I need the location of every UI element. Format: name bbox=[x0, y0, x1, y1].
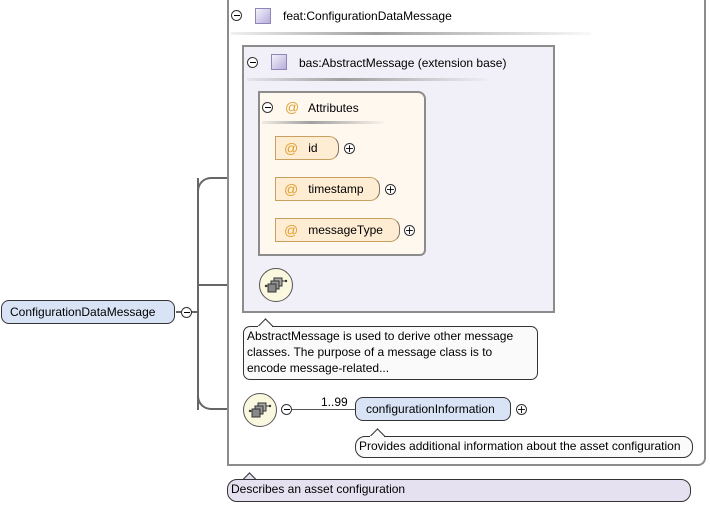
attribute-icon: @ bbox=[284, 181, 299, 197]
extension-label: bas:AbstractMessage (extension base) bbox=[299, 56, 507, 70]
attribute-name: messageType bbox=[308, 223, 383, 237]
expand-child-element-button[interactable] bbox=[516, 404, 527, 415]
root-element-name: ConfigurationDataMessage bbox=[10, 305, 156, 319]
child-element-configurationinformation[interactable]: configurationInformation bbox=[355, 397, 511, 421]
collapse-sequence-button[interactable] bbox=[281, 404, 292, 415]
collapse-extension-button[interactable] bbox=[247, 57, 258, 68]
attributes-header: Attributes bbox=[308, 101, 359, 115]
attribute-group-icon: @ bbox=[285, 99, 300, 115]
expand-attribute-button[interactable] bbox=[404, 225, 415, 236]
attribute-messagetype[interactable]: @ messageType bbox=[275, 218, 400, 242]
separator bbox=[262, 121, 384, 124]
complex-type-name: feat:ConfigurationDataMessage bbox=[283, 9, 452, 23]
note-pointer-cover bbox=[242, 480, 256, 482]
connector-curve-bottom bbox=[197, 396, 245, 410]
attribute-icon: @ bbox=[284, 222, 299, 238]
extension-annotation-text: AbstractMessage is used to derive other … bbox=[247, 329, 514, 375]
collapse-attributes-button[interactable] bbox=[262, 102, 273, 113]
child-element-name: configurationInformation bbox=[366, 402, 495, 416]
attribute-id[interactable]: @ id bbox=[275, 136, 339, 160]
connector-line bbox=[292, 409, 356, 410]
separator bbox=[247, 78, 487, 81]
attribute-name: id bbox=[308, 141, 318, 155]
root-annotation-text: Describes an asset configuration bbox=[231, 482, 406, 496]
sequence-icon[interactable] bbox=[259, 268, 293, 302]
complex-type-icon bbox=[255, 8, 271, 24]
expand-attribute-button[interactable] bbox=[385, 184, 396, 195]
child-annotation-text: Provides additional information about th… bbox=[359, 439, 681, 453]
root-annotation: Describes an asset configuration bbox=[227, 479, 691, 502]
attribute-timestamp[interactable]: @ timestamp bbox=[275, 177, 380, 201]
child-annotation: Provides additional information about th… bbox=[355, 436, 693, 458]
note-pointer-cover bbox=[370, 436, 384, 438]
extension-annotation: AbstractMessage is used to derive other … bbox=[243, 326, 538, 380]
cardinality-label: 1..99 bbox=[321, 395, 348, 409]
root-element[interactable]: ConfigurationDataMessage bbox=[1, 300, 175, 324]
collapse-root-element-button[interactable] bbox=[181, 307, 192, 318]
attribute-icon: @ bbox=[284, 140, 299, 156]
note-pointer-cover bbox=[258, 326, 272, 328]
expand-attribute-button[interactable] bbox=[344, 143, 355, 154]
extension-type-icon bbox=[271, 54, 287, 70]
attribute-name: timestamp bbox=[308, 182, 364, 196]
connector-line bbox=[197, 178, 199, 410]
separator bbox=[231, 32, 591, 35]
sequence-icon[interactable] bbox=[243, 393, 277, 427]
collapse-complex-type-button[interactable] bbox=[231, 10, 242, 21]
